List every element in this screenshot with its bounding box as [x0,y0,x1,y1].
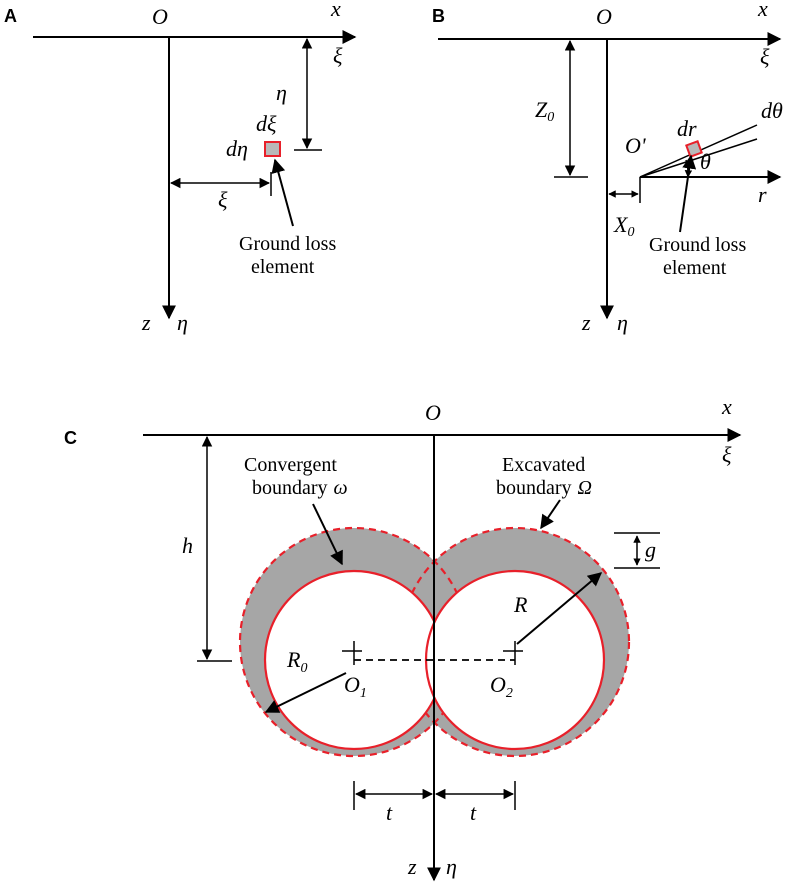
panel-a: A O x ξ z η η dξ dη ξ Ground loss elemen… [4,0,357,335]
panel-c-r-label: R [513,592,528,617]
panel-c-z-label: z [407,854,417,879]
panel-c-eta-label: η [446,854,457,879]
panel-a-origin: O [152,4,168,29]
panel-b-dtheta-label: dθ [761,98,783,123]
panel-b: B O x ξ z η Z0 O' r dθ dr θ X0 Ground lo… [432,0,783,335]
panel-a-element-leader-arrow [271,158,294,227]
panel-b-theta-label: θ [700,149,711,174]
panel-b-letter: B [432,6,445,26]
panel-c-xi-label: ξ [722,442,732,467]
panel-a-ground-loss-element [264,141,281,157]
panel-a-element-label-line1: Ground loss [239,233,336,255]
panel-b-ray-lower [639,138,758,178]
panel-a-z-label: z [141,310,151,335]
panel-b-z-label: z [581,310,591,335]
panel-a-letter: A [4,6,17,26]
panel-a-eta-label: η [177,310,188,335]
panel-b-element-label-line1: Ground loss [649,234,746,256]
panel-c-r0-label: R0 [286,647,307,676]
panel-b-xi-label: ξ [760,44,770,69]
panel-c-g-label: g [645,537,656,562]
panel-c: C O x ξ z η h [64,394,742,882]
panel-a-element-label-line2: element [251,256,315,278]
panel-c-h-label: h [182,533,193,558]
panel-c-excavated-boundary-right [399,526,631,758]
panel-c-o2-label: O2 [490,672,513,701]
panel-b-z0-label: Z0 [535,97,554,125]
panel-c-convergent-leader-arrow [312,503,343,566]
panel-b-element-leader-arrow [679,154,697,233]
panel-c-r-radius-arrow [516,572,603,645]
panel-b-eta-label: η [617,310,628,335]
panel-c-t-right-label: t [470,800,477,825]
panel-c-r0-radius-arrow [264,672,347,713]
panel-a-xi-label: ξ [333,43,343,68]
panel-c-excavated-label-line1: Excavated [502,454,585,476]
panel-a-xi-dim-label: ξ [218,187,228,212]
panel-a-dxi-label: dξ [256,111,277,136]
panel-c-letter: C [64,428,77,448]
panel-b-x-label: x [757,0,768,21]
panel-b-r-label: r [758,182,767,207]
panel-c-origin: O [425,400,441,425]
panel-c-x-label: x [721,394,732,419]
panel-b-origin: O [596,4,612,29]
panel-a-eta-dim-label: η [276,80,287,105]
panel-c-excavated-leader-arrow [540,499,561,530]
panel-c-convergent-label-line1: Convergent [244,454,337,476]
panel-c-center-mark-o1 [342,641,362,665]
panel-a-x-label: x [330,0,341,21]
panel-a-deta-label: dη [226,136,248,161]
panel-b-dr-label: dr [677,116,697,141]
panel-b-x0-label: X0 [613,212,634,240]
panel-b-local-origin: O' [625,133,646,158]
panel-b-element-label-line2: element [663,257,727,279]
panel-c-center-mark-o2 [503,641,523,665]
panel-c-t-left-label: t [386,800,393,825]
panel-c-o1-label: O1 [344,672,367,701]
